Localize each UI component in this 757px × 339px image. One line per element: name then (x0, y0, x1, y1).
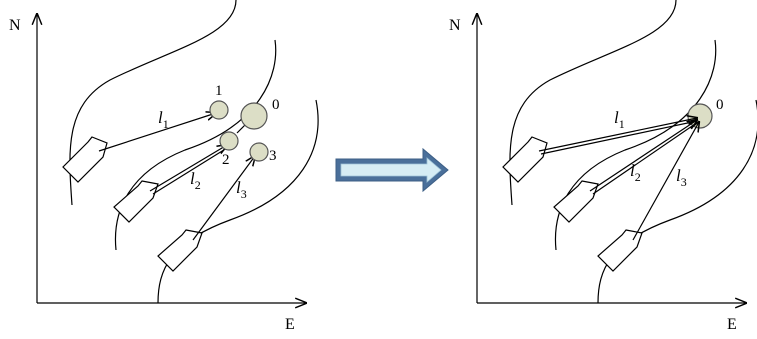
left-point-1 (209, 100, 229, 120)
left-axis-e-label: E (285, 316, 295, 333)
left-track-line-2a (149, 145, 227, 192)
right-point-0 (687, 103, 713, 129)
left-ship-1 (62, 136, 108, 183)
left-channel-curve-2 (114, 39, 277, 251)
right-channel-curve-1 (509, 0, 677, 206)
left-point-label-2: 2 (222, 152, 230, 168)
right-channel-curve-2 (554, 39, 717, 251)
right-arrow-icon (335, 147, 449, 193)
right-track-line-2b (592, 121, 699, 195)
left-track-line-2b (152, 147, 228, 195)
right-ship-2 (553, 180, 599, 223)
right-panel: N E 0 l1 l2 l3 (449, 0, 757, 333)
left-track-line-1 (98, 113, 216, 152)
left-axis-n-label: N (9, 17, 21, 34)
left-line-label-1: l1 (158, 108, 169, 131)
right-line-label-3: l3 (676, 166, 687, 189)
right-track-line-2 (589, 120, 697, 192)
right-axis-e-label: E (727, 316, 737, 333)
right-track-line-3 (632, 122, 699, 241)
left-channel-curve-1 (69, 0, 237, 206)
left-track-line-3 (192, 156, 255, 241)
right-channel-curve-3 (597, 99, 757, 304)
left-line-label-2: l2 (190, 169, 201, 192)
right-track-line-1 (538, 118, 697, 152)
right-ship-1 (502, 136, 548, 183)
left-point-label-3: 3 (269, 148, 277, 164)
right-ship-3 (597, 229, 643, 272)
left-point-label-0: 0 (272, 97, 280, 113)
left-point-0 (240, 102, 268, 130)
left-panel: N E 1 0 2 3 l1 l2 l3 (9, 0, 319, 333)
right-point-label-0: 0 (716, 97, 724, 113)
right-axis-n-label: N (449, 17, 461, 34)
left-point-label-1: 1 (215, 83, 223, 99)
left-line-label-3: l3 (236, 178, 247, 201)
right-line-label-2: l2 (630, 161, 641, 184)
left-point-3 (249, 142, 269, 162)
right-track-line-1b (540, 120, 698, 155)
right-line-label-1: l1 (614, 108, 625, 131)
left-point-2 (219, 131, 239, 151)
left-ship-2 (113, 180, 159, 223)
left-channel-curve-3 (157, 99, 319, 304)
left-ship-3 (157, 229, 203, 272)
